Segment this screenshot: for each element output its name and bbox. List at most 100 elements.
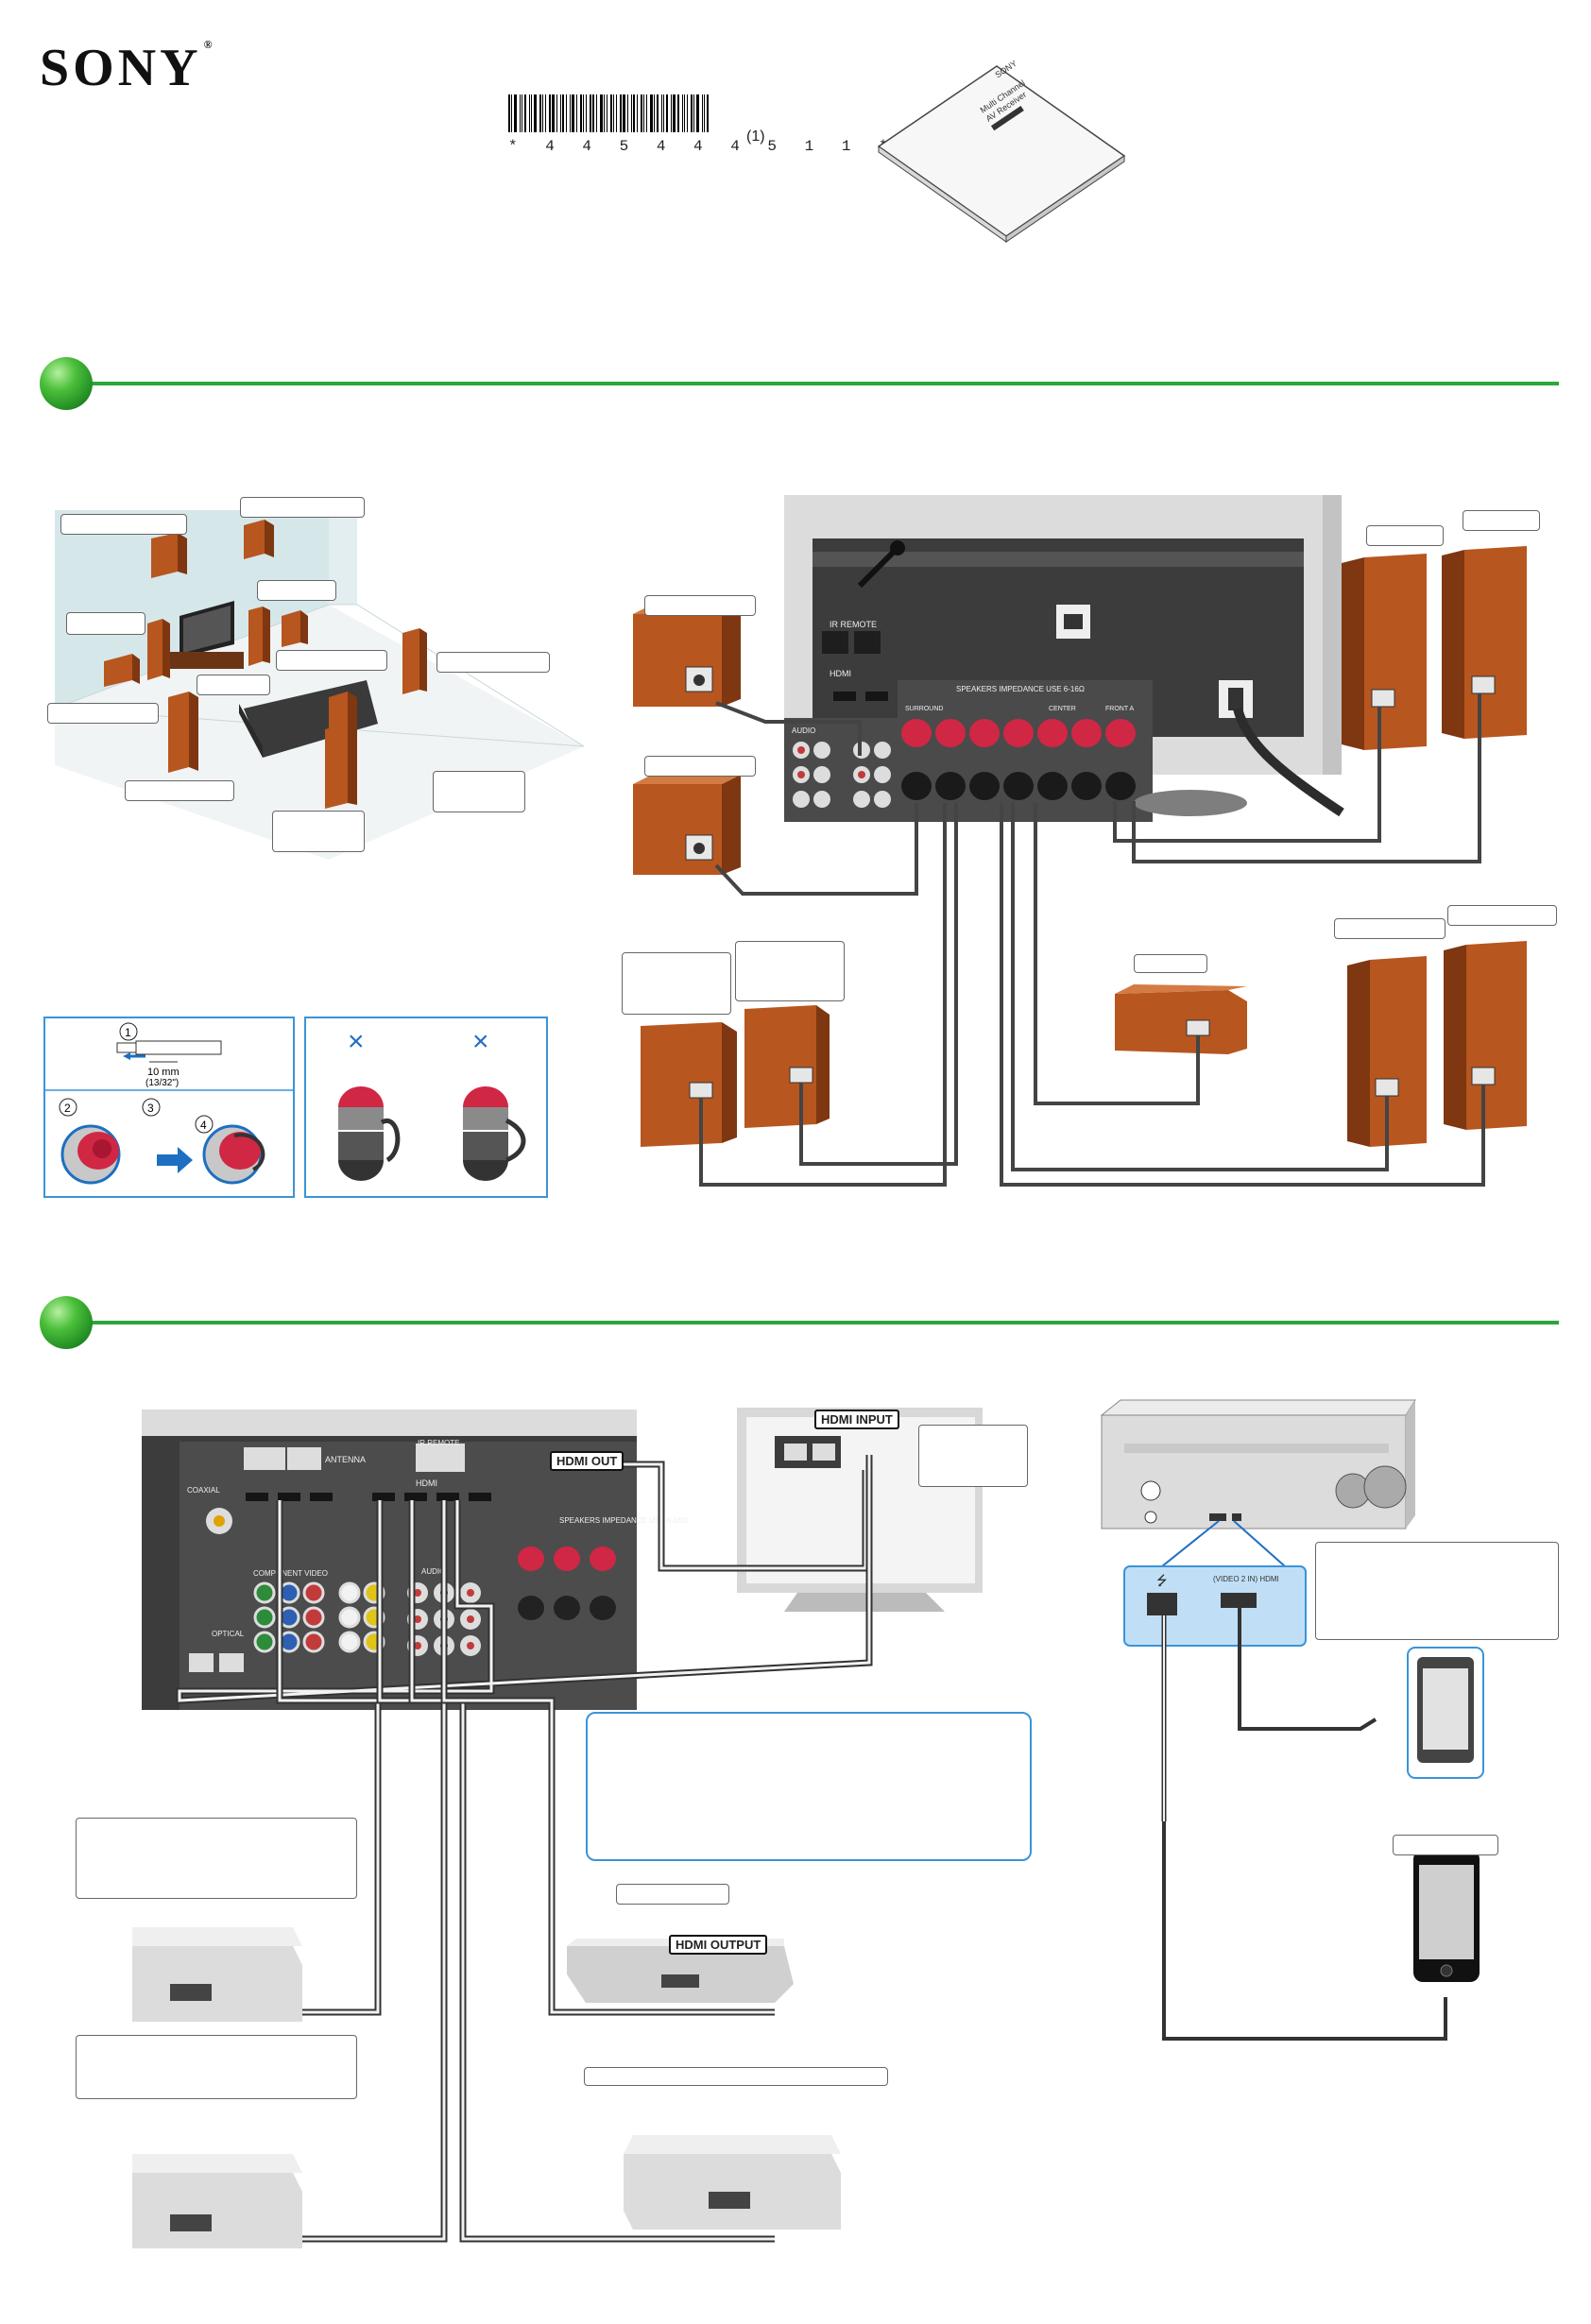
barcode-bar bbox=[596, 94, 597, 132]
device-label-game bbox=[616, 1884, 729, 1905]
panel-speakers: SPEAKERS IMPEDANCE USE 6-16Ω bbox=[956, 685, 1085, 693]
usb-label: ⭍ bbox=[1156, 1573, 1168, 1588]
barcode-bar bbox=[682, 94, 683, 132]
video-jack bbox=[338, 1631, 361, 1653]
barcode-bar bbox=[696, 94, 699, 132]
audio-jack-core bbox=[414, 1642, 421, 1649]
barcode-bar bbox=[684, 94, 685, 132]
panel-audio: AUDIO bbox=[792, 726, 815, 735]
device-label-2 bbox=[76, 2035, 357, 2099]
barcode-bar bbox=[590, 94, 591, 132]
barcode-bar bbox=[691, 94, 693, 132]
component-video-jack bbox=[302, 1631, 325, 1653]
label-front-right bbox=[1366, 525, 1444, 546]
barcode-bar bbox=[520, 94, 521, 132]
barcode-bar bbox=[657, 94, 659, 132]
barcode-bar bbox=[600, 94, 603, 132]
speaker-terminal-minus bbox=[1003, 772, 1034, 800]
barcode: * 4 4 5 4 4 4 5 1 1 * bbox=[508, 94, 898, 155]
speaker-terminal-plus bbox=[1071, 719, 1102, 747]
barcode-bar bbox=[616, 94, 617, 132]
barcode-bar bbox=[666, 94, 668, 132]
audio-jack-core bbox=[467, 1615, 474, 1623]
front-hdmi-label: (VIDEO 2 IN) HDMI bbox=[1213, 1575, 1279, 1583]
barcode-bar bbox=[623, 94, 625, 132]
panel-speakers-2: SPEAKERS IMPEDANCE USE 6-16Ω bbox=[559, 1516, 688, 1525]
label-front-left bbox=[1463, 510, 1540, 531]
speaker-terminal-plus bbox=[1037, 719, 1068, 747]
component-video-jack bbox=[253, 1631, 276, 1653]
audio-jack-core bbox=[414, 1589, 421, 1597]
strip-length-imperial: (13/32") bbox=[145, 1078, 179, 1088]
barcode-bar bbox=[552, 94, 555, 132]
barcode-bar bbox=[529, 94, 530, 132]
barcode-bar bbox=[702, 94, 703, 132]
barcode-bar bbox=[576, 94, 577, 132]
hdmi-out-tag: HDMI OUT bbox=[550, 1451, 624, 1471]
label-front-b-right bbox=[1334, 918, 1446, 939]
speaker-terminal-plus bbox=[1105, 719, 1136, 747]
barcode-bar bbox=[556, 94, 557, 132]
barcode-bar bbox=[542, 94, 543, 132]
barcode-bar bbox=[583, 94, 584, 132]
barcode-bar bbox=[620, 94, 622, 132]
label-subwoofer-2 bbox=[644, 756, 756, 777]
barcode-bar bbox=[693, 94, 694, 132]
barcode-bar bbox=[704, 94, 705, 132]
front-panel-diagram: ⭍ (VIDEO 2 IN) HDMI bbox=[1100, 1399, 1484, 2041]
step-4: 4 bbox=[200, 1119, 207, 1132]
barcode-bar bbox=[545, 94, 546, 132]
barcode-bar bbox=[671, 94, 672, 132]
panel-ir-remote: IR REMOTE bbox=[830, 620, 877, 629]
wire-wrong-illustration: × × bbox=[338, 1026, 526, 1181]
barcode-bar bbox=[641, 94, 642, 132]
barcode-bar bbox=[511, 94, 512, 132]
room-label-4 bbox=[257, 580, 336, 601]
label-surround-right bbox=[622, 952, 731, 1015]
room-label-10 bbox=[433, 771, 525, 812]
sony-logo: SONY® bbox=[40, 38, 213, 97]
panel-surround: SURROUND bbox=[905, 706, 943, 712]
video-jack bbox=[338, 1606, 361, 1629]
barcode-bar bbox=[539, 94, 541, 132]
speaker-terminal-minus bbox=[969, 772, 1000, 800]
barcode-bar bbox=[592, 94, 594, 132]
panel-optical: OPTICAL bbox=[212, 1630, 245, 1638]
hdmi-callout-note bbox=[586, 1712, 1032, 1861]
panel-ir-remote-2: IR REMOTE bbox=[418, 1439, 459, 1447]
barcode-bar bbox=[677, 94, 679, 132]
barcode-bar bbox=[514, 94, 517, 132]
barcode-bar bbox=[508, 94, 510, 132]
speaker-terminal-plus bbox=[969, 719, 1000, 747]
barcode-bar bbox=[524, 94, 526, 132]
panel-center: CENTER bbox=[1049, 706, 1076, 712]
barcode-bar bbox=[627, 94, 628, 132]
room-label-11 bbox=[272, 811, 365, 852]
barcode-bar bbox=[707, 94, 709, 132]
hdmi-input-tag: HDMI INPUT bbox=[814, 1410, 899, 1429]
panel-coaxial: COAXIAL bbox=[187, 1486, 220, 1495]
speaker-terminal-plus bbox=[901, 719, 932, 747]
barcode-bar bbox=[661, 94, 662, 132]
label-subwoofer-1 bbox=[644, 595, 756, 616]
label-front-b-left bbox=[1447, 905, 1557, 926]
wire-wrong-tip: × × bbox=[304, 1017, 548, 1198]
barcode-bar bbox=[580, 94, 582, 132]
step-3: 3 bbox=[147, 1102, 154, 1115]
manual-cover-illustration: SONY Multi Channel AV Receiver bbox=[877, 59, 1126, 243]
component-video-jack bbox=[302, 1606, 325, 1629]
barcode-bar bbox=[613, 94, 614, 132]
panel-antenna: ANTENNA bbox=[325, 1455, 366, 1464]
panel-hdmi-2: HDMI bbox=[416, 1478, 437, 1488]
component-video-jack bbox=[253, 1606, 276, 1629]
barcode-bar bbox=[566, 94, 567, 132]
room-label-5 bbox=[276, 650, 387, 671]
panel-front-a: FRONT A bbox=[1105, 706, 1135, 712]
component-video-jack bbox=[302, 1581, 325, 1604]
room-tv bbox=[168, 601, 244, 669]
device-label-1 bbox=[76, 1818, 357, 1899]
section-2-bullet-icon bbox=[40, 1296, 93, 1349]
barcode-digits: * 4 4 5 4 4 4 5 1 1 * bbox=[508, 138, 898, 155]
barcode-bar bbox=[562, 94, 564, 132]
barcode-bar bbox=[687, 94, 688, 132]
